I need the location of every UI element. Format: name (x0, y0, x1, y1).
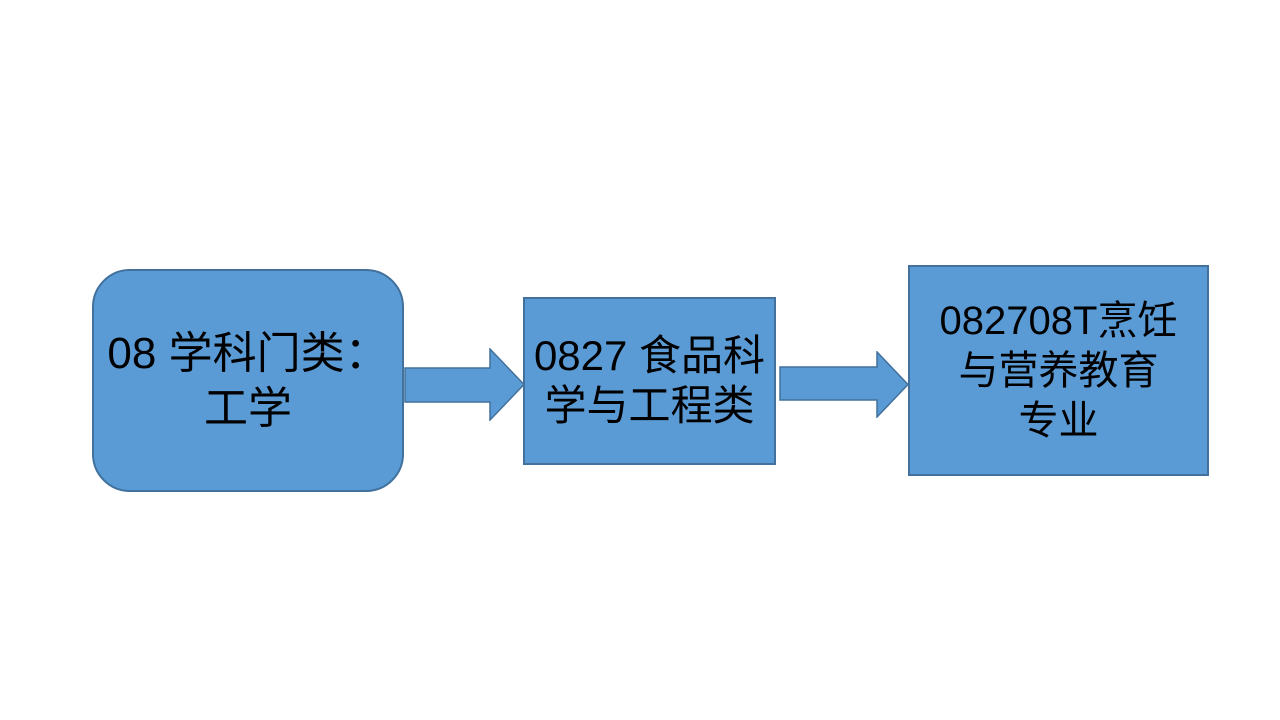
flow-node-major-label: 082708T烹饪 与营养教育 专业 (939, 298, 1178, 443)
flow-node-major: 082708T烹饪 与营养教育 专业 (908, 265, 1209, 476)
flow-node-discipline-category-label: 08 学科门类： 工学 (107, 328, 389, 433)
flow-node-major-class: 0827 食品科 学与工程类 (523, 297, 776, 465)
flow-node-discipline-category: 08 学科门类： 工学 (92, 269, 404, 492)
flow-node-major-class-label: 0827 食品科 学与工程类 (533, 332, 766, 429)
right-block-arrow-icon (779, 351, 910, 418)
right-block-arrow-icon (404, 348, 525, 421)
